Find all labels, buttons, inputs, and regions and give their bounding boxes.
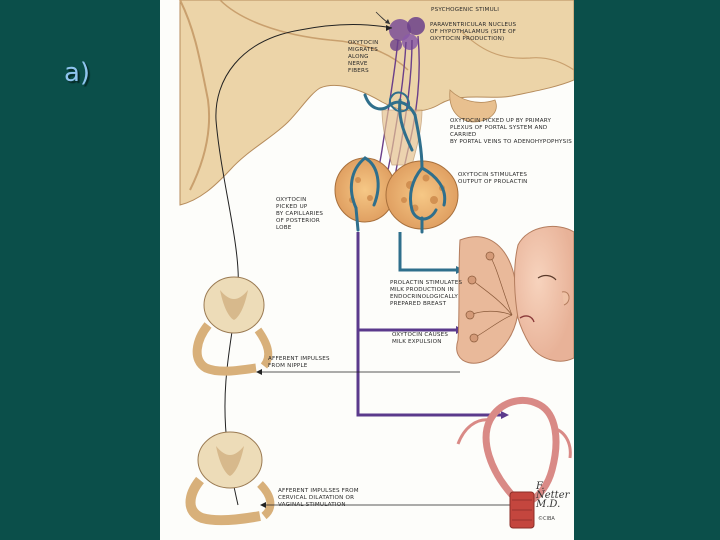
spinal-cord-lower [191,432,271,520]
caption-portal-plexus: OXYTOCIN PICKED UP BY PRIMARY PLEXUS OF … [450,118,574,146]
caption-stimulates-prolactin: OXYTOCIN STIMULATES OUTPUT OF PROLACTIN [458,172,528,186]
caption-oxytocin-migrates: OXYTOCIN MIGRATES ALONG NERVE FIBERS [348,40,378,75]
spinal-cord-upper [197,277,268,371]
artist-signature: F. Netter M.D. [536,482,574,509]
slide-label: a) [64,58,90,88]
caption-afferent-cervical: AFFERENT IMPULSES FROM CERVICAL DILATATI… [278,488,359,509]
prolactin-line [400,232,460,270]
caption-paraventricular-nucleus: PARAVENTRICULAR NUCLEUS OF HYPOTHALAMUS … [430,22,516,43]
caption-psychogenic-stimuli: PSYCHOGENIC STIMULI [431,7,499,14]
caption-posterior-lobe: OXYTOCIN PICKED UP BY CAPILLARIES OF POS… [276,197,323,232]
oxytocin-diagram: PSYCHOGENIC STIMULI PARAVENTRICULAR NUCL… [160,0,574,540]
caption-milk-expulsion: OXYTOCIN CAUSES MILK EXPULSION [392,332,448,346]
diagram-illustration [160,0,574,540]
caption-afferent-nipple: AFFERENT IMPULSES FROM NIPPLE [268,356,330,370]
caption-prolactin-milk: PROLACTIN STIMULATES MILK PRODUCTION IN … [390,280,462,308]
publisher-mark: ©CIBA [538,516,555,522]
